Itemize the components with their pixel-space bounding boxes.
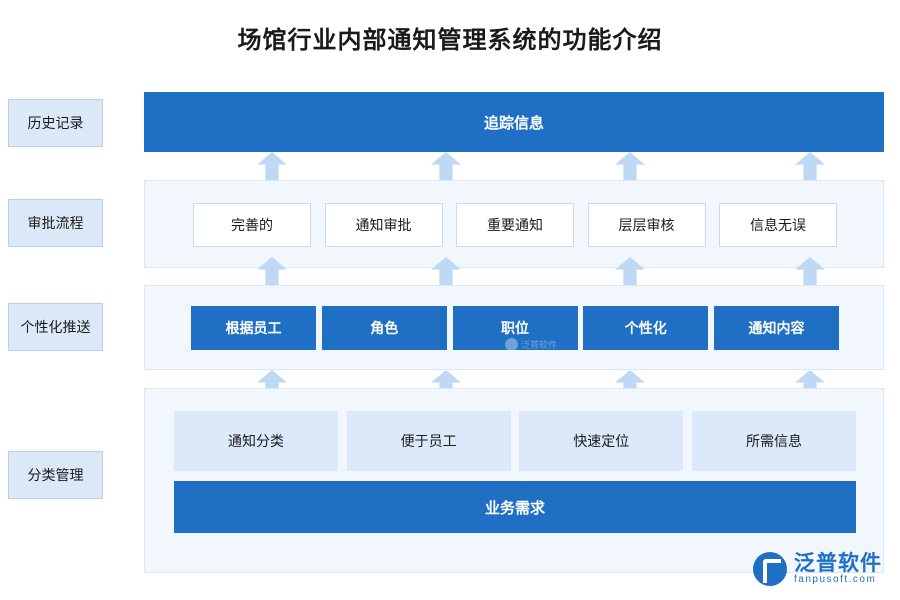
watermark-logo-icon (505, 338, 518, 351)
classify-cell[interactable]: 所需信息 (691, 411, 856, 471)
watermark-logo: 泛普软件 (505, 338, 557, 351)
brand-logo-icon (753, 552, 787, 586)
row-track-title: 追踪信息 (483, 114, 544, 132)
side-label-history-text: 历史记录 (27, 115, 84, 131)
classify-cell[interactable]: 快速定位 (519, 411, 684, 471)
approval-cell[interactable]: 完善的 (193, 203, 311, 247)
arrow-up-icon (431, 152, 461, 180)
approval-cell[interactable]: 信息无误 (719, 203, 837, 247)
row-classification-management: 通知分类 便于员工 快速定位 所需信息 业务需求 (144, 388, 884, 573)
side-label-classify-text: 分类管理 (27, 467, 84, 483)
classify-footer-bar: 业务需求 (174, 481, 856, 533)
row-approval-process: 完善的 通知审批 重要通知 层层审核 信息无误 (144, 180, 884, 268)
push-cell[interactable]: 角色 (321, 306, 447, 350)
push-cell[interactable]: 个性化 (583, 306, 709, 350)
classify-cell[interactable]: 便于员工 (346, 411, 511, 471)
page-title: 场馆行业内部通知管理系统的功能介绍 (237, 27, 663, 54)
approval-cells: 完善的 通知审批 重要通知 层层审核 信息无误 (193, 203, 837, 247)
approval-cell[interactable]: 重要通知 (456, 203, 574, 247)
side-label-approval: 审批流程 (8, 199, 103, 247)
push-cell[interactable]: 职位 (452, 306, 578, 350)
watermark-logo-text: 泛普软件 (521, 340, 558, 350)
arrow-up-icon (795, 152, 825, 180)
brand-name: 泛普软件 (794, 551, 882, 575)
approval-cell[interactable]: 层层审核 (587, 203, 706, 247)
brand-logo: 泛普软件 fanpusoft.com (753, 552, 882, 586)
arrow-up-icon (257, 152, 287, 180)
side-label-push-text: 个性化推送 (20, 319, 91, 335)
row-track-info: 追踪信息 (144, 92, 884, 152)
row-personalized-push: 根据员工 角色 职位 个性化 通知内容 (144, 285, 884, 370)
classify-cells: 通知分类 便于员工 快速定位 所需信息 (174, 411, 856, 471)
side-label-history: 历史记录 (8, 99, 103, 147)
side-label-push: 个性化推送 (8, 303, 103, 351)
approval-cell[interactable]: 通知审批 (324, 203, 443, 247)
brand-domain: fanpusoft.com (794, 573, 877, 585)
push-cell[interactable]: 通知内容 (714, 306, 839, 350)
push-cells: 根据员工 角色 职位 个性化 通知内容 (191, 306, 839, 350)
side-label-approval-text: 审批流程 (27, 215, 84, 231)
brand-logo-text: 泛普软件 fanpusoft.com (794, 551, 882, 586)
classify-cell[interactable]: 通知分类 (174, 411, 338, 471)
push-cell[interactable]: 根据员工 (191, 306, 316, 350)
arrow-up-icon (615, 152, 645, 180)
side-label-classify: 分类管理 (8, 451, 103, 499)
